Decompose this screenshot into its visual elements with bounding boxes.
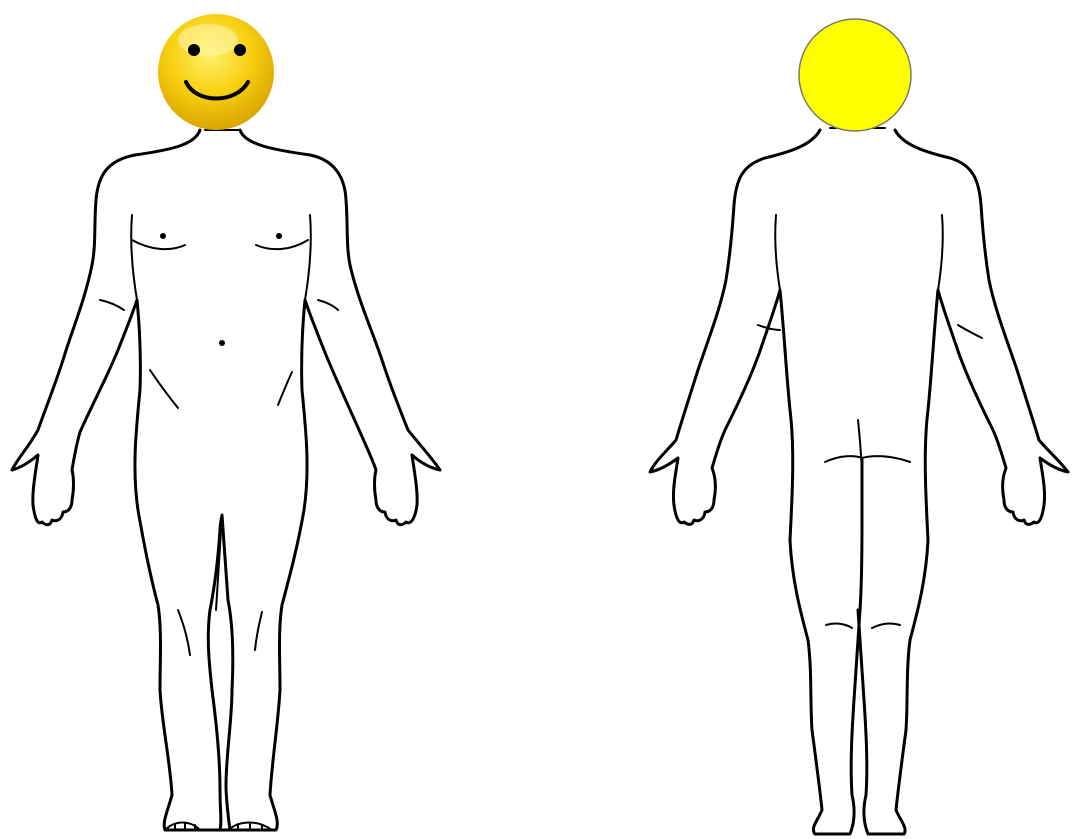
- back-cleft-line: [858, 420, 862, 480]
- front-body-outline-right: [222, 130, 440, 830]
- front-left-elbow: [100, 300, 124, 310]
- front-navel: [219, 340, 225, 346]
- front-right-inner-arm: [305, 215, 311, 300]
- front-body-outline: [12, 130, 233, 830]
- smiley-left-eye: [188, 44, 200, 56]
- back-body-outline-right: [858, 130, 1068, 834]
- back-body-figure: [650, 128, 1068, 834]
- front-body-figure: [12, 130, 440, 830]
- front-right-chest-line: [256, 240, 308, 249]
- front-left-hip-line: [150, 370, 178, 408]
- front-smiley-head: [158, 14, 274, 130]
- back-right-elbow: [958, 325, 982, 338]
- back-left-knee: [826, 624, 852, 628]
- front-right-knee: [255, 612, 262, 650]
- front-right-elbow: [318, 300, 338, 310]
- front-left-chest-line: [132, 240, 185, 249]
- front-left-knee: [178, 610, 190, 655]
- back-plain-head: [799, 19, 911, 131]
- front-right-hip-line: [278, 372, 292, 405]
- smiley-right-eye: [234, 44, 246, 56]
- front-left-nipple: [160, 233, 166, 239]
- back-left-inner-arm: [775, 215, 780, 290]
- back-right-knee: [872, 624, 900, 628]
- back-buttock-crease: [825, 456, 910, 462]
- front-left-inner-arm: [131, 215, 137, 300]
- back-right-inner-arm: [938, 215, 943, 290]
- back-body-outline-left: [650, 130, 862, 834]
- front-right-nipple: [276, 233, 282, 239]
